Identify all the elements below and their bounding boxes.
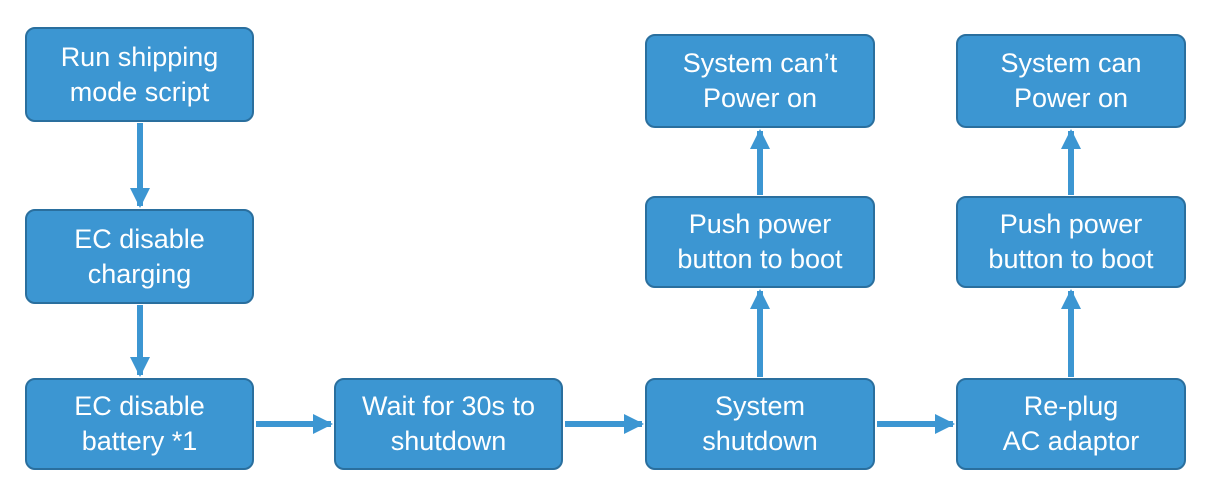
node-label: EC disable battery *1 [74, 391, 205, 456]
node-label: Run shipping mode script [60, 41, 219, 107]
node-ec-disable-battery: EC disable battery *1 [25, 378, 254, 470]
node-label: System can’t Power on [682, 48, 838, 113]
node-ec-disable-charging: EC disable charging [25, 209, 254, 304]
node-label: Push power button to boot [988, 209, 1154, 274]
node-system-shutdown: System shutdown [645, 378, 875, 470]
node-replug-ac-adaptor: Re-plug AC adaptor [956, 378, 1186, 470]
node-push-power-button-1: Push power button to boot [645, 196, 875, 288]
node-label: System can Power on [1000, 48, 1142, 113]
node-label: Wait for 30s to shutdown [361, 391, 536, 456]
node-system-can-power-on: System can Power on [956, 34, 1186, 128]
node-label: EC disable charging [74, 223, 205, 289]
node-push-power-button-2: Push power button to boot [956, 196, 1186, 288]
node-system-cant-power-on: System can’t Power on [645, 34, 875, 128]
node-label: System shutdown [702, 391, 818, 456]
node-label: Push power button to boot [677, 209, 843, 274]
node-wait-for-shutdown: Wait for 30s to shutdown [334, 378, 563, 470]
node-label: Re-plug AC adaptor [1002, 391, 1140, 456]
node-run-shipping-mode-script: Run shipping mode script [25, 27, 254, 122]
